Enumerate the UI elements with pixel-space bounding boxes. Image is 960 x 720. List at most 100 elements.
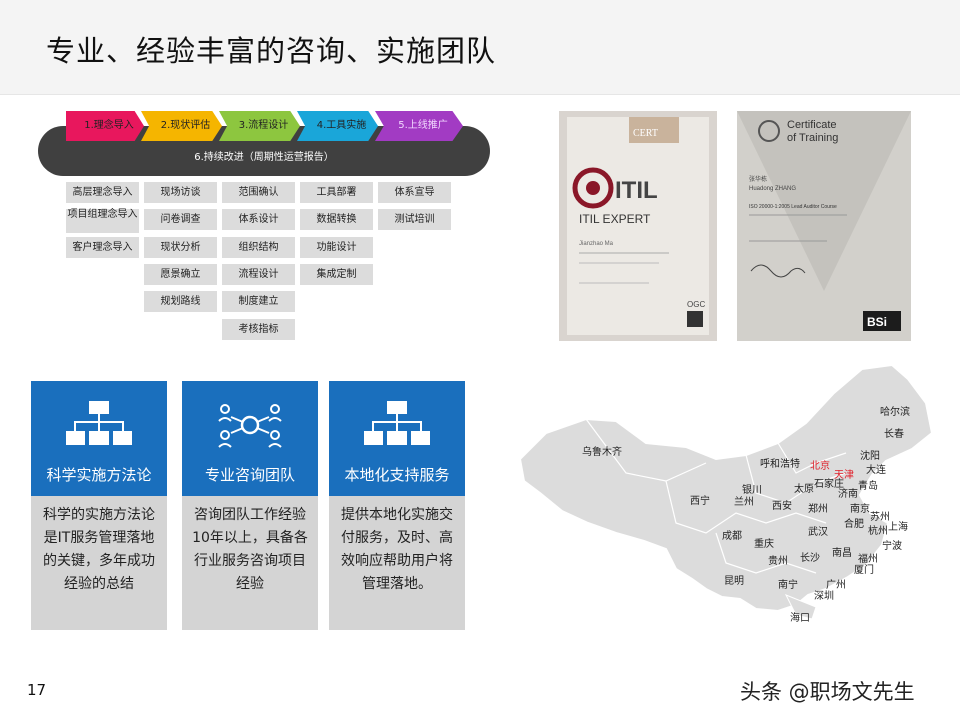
certificate-title-line2: of Training	[787, 132, 838, 144]
task-cell: 现场访谈	[144, 182, 217, 203]
city-label: 南昌	[832, 546, 852, 559]
city-label: 银川	[742, 483, 762, 496]
step-2-label: 2.现状评估	[160, 120, 211, 131]
city-label: 厦门	[854, 563, 874, 576]
feature-card-header: 专业咨询团队	[182, 381, 318, 496]
city-label: 深圳	[814, 590, 834, 602]
feature-card-body: 科学的实施方法论是IT服务管理落地的关键，多年成功经验的总结	[31, 496, 167, 630]
city-label: 石家庄	[814, 477, 844, 490]
bsi-certificate-graphic: Certificate of Training 张华栋 Huadong ZHAN…	[737, 111, 911, 341]
step-3-chevron: 3.流程设计	[219, 111, 300, 141]
watermark: 头条 @职场文先生	[740, 680, 915, 704]
feature-card-description: 提供本地化实施交付服务，及时、高效响应帮助用户将管理落地。	[341, 507, 453, 592]
page-number: 17	[27, 681, 47, 699]
feature-card-consulting-team: 专业咨询团队 咨询团队工作经验10年以上，具备各行业服务咨询项目经验	[182, 381, 318, 630]
task-cell: 集成定制	[300, 264, 373, 285]
itil-expert-title: ITIL EXPERT	[579, 212, 651, 226]
city-label: 成都	[722, 530, 742, 542]
city-label: 长沙	[800, 552, 820, 564]
itil-brand: ITIL	[615, 177, 658, 204]
task-cell: 功能设计	[300, 237, 373, 258]
task-cell: 项目组理念导入	[66, 209, 139, 233]
step-5-chevron: 5.上线推广	[375, 111, 463, 141]
city-label: 杭州	[868, 524, 888, 537]
page-title: 专业、经验丰富的咨询、实施团队	[46, 34, 497, 68]
feature-card-local-support: 本地化支持服务 提供本地化实施交付服务，及时、高效响应帮助用户将管理落地。	[329, 381, 465, 630]
bsi-training-certificate: Certificate of Training 张华栋 Huadong ZHAN…	[737, 111, 911, 341]
feature-card-description: 科学的实施方法论是IT服务管理落地的关键，多年成功经验的总结	[43, 507, 155, 592]
holder-name-cn: 张华栋	[749, 175, 767, 183]
task-cell: 范围确认	[222, 182, 295, 203]
step-3-label: 3.流程设计	[238, 120, 289, 131]
course-name: ISO 20000-1:2005 Lead Auditor Course	[749, 204, 837, 210]
city-label: 太原	[794, 482, 814, 495]
certificate-title-line1: Certificate	[787, 119, 837, 131]
step-5-label: 5.上线推广	[398, 120, 448, 131]
step-4-chevron: 4.工具实施	[297, 111, 378, 141]
hierarchy-icon	[364, 401, 430, 445]
city-label-highlight: 天津	[834, 469, 854, 481]
city-label: 南宁	[778, 578, 798, 591]
feature-card-title: 专业咨询团队	[204, 466, 295, 484]
task-cell: 制度建立	[222, 291, 295, 312]
city-label: 南京	[850, 502, 870, 515]
city-label: 济南	[838, 487, 858, 500]
task-cell: 愿景确立	[144, 264, 217, 285]
task-cell: 规划路线	[144, 291, 217, 312]
city-label: 呼和浩特	[760, 458, 800, 470]
task-cell: 客户理念导入	[66, 237, 139, 258]
task-cell: 数据转换	[300, 209, 373, 230]
header-bar: 专业、经验丰富的咨询、实施团队	[0, 0, 960, 95]
ogc-logo: OGC	[687, 300, 705, 309]
task-cell: 考核指标	[222, 319, 295, 340]
city-label: 海口	[790, 611, 810, 624]
feature-card-methodology: 科学实施方法论 科学的实施方法论是IT服务管理落地的关键，多年成功经验的总结	[31, 381, 167, 630]
city-label: 青岛	[858, 479, 878, 492]
cert-holder-name: Jianzhao Ma	[579, 241, 614, 247]
city-label: 西安	[772, 499, 792, 512]
holder-name-en: Huadong ZHANG	[749, 186, 796, 192]
task-cell: 测试培训	[378, 209, 451, 230]
feature-card-header: 科学实施方法论	[31, 381, 167, 496]
city-label: 合肥	[844, 517, 864, 530]
task-cell: 组织结构	[222, 237, 295, 258]
task-cell: 体系宣导	[378, 182, 451, 203]
step-4-label: 4.工具实施	[316, 120, 367, 131]
city-label: 沈阳	[860, 449, 880, 462]
city-label: 哈尔滨	[880, 405, 910, 418]
city-label: 乌鲁木齐	[582, 445, 622, 458]
feature-card-header: 本地化支持服务	[329, 381, 465, 496]
china-map-graphic: 乌鲁木齐 哈尔滨 长春 沈阳 呼和浩特 北京 天津 大连 石家庄 太原 济南 青…	[518, 363, 934, 624]
loop-label: 6.持续改进（周期性运营报告）	[194, 152, 334, 163]
city-label: 大连	[866, 463, 886, 476]
feature-card-body: 咨询团队工作经验10年以上，具备各行业服务咨询项目经验	[182, 496, 318, 630]
cert-label: CERT	[633, 128, 658, 139]
task-cell: 流程设计	[222, 264, 295, 285]
task-cell: 高层理念导入	[66, 182, 139, 203]
city-label: 福州	[858, 552, 878, 565]
city-label-highlight: 北京	[810, 459, 830, 472]
task-cell: 问卷调查	[144, 209, 217, 230]
hierarchy-icon	[66, 401, 132, 445]
city-label: 贵州	[768, 554, 788, 567]
city-label: 长春	[884, 428, 904, 440]
city-label: 苏州	[870, 510, 890, 523]
city-label: 上海	[888, 520, 908, 533]
feature-card-title: 本地化支持服务	[344, 466, 450, 484]
feature-card-description: 咨询团队工作经验10年以上，具备各行业服务咨询项目经验	[192, 507, 308, 592]
feature-card-title: 科学实施方法论	[46, 466, 152, 484]
city-label: 郑州	[808, 502, 828, 515]
city-label: 重庆	[754, 537, 774, 550]
itil-certificate-graphic: CERT ITIL ITIL EXPERT Jianzhao Ma OGC	[567, 117, 709, 335]
city-label: 兰州	[734, 495, 754, 508]
city-label: 昆明	[724, 575, 744, 587]
task-cell: 现状分析	[144, 237, 217, 258]
china-service-map: 乌鲁木齐 哈尔滨 长春 沈阳 呼和浩特 北京 天津 大连 石家庄 太原 济南 青…	[516, 363, 940, 630]
team-network-icon	[218, 404, 282, 448]
task-cell: 工具部署	[300, 182, 373, 203]
step-2-chevron: 2.现状评估	[141, 111, 222, 141]
step-1-label: 1.理念导入	[84, 120, 134, 131]
step-1-chevron: 1.理念导入	[66, 111, 144, 141]
feature-card-body: 提供本地化实施交付服务，及时、高效响应帮助用户将管理落地。	[329, 496, 465, 630]
city-label: 武汉	[808, 525, 828, 538]
